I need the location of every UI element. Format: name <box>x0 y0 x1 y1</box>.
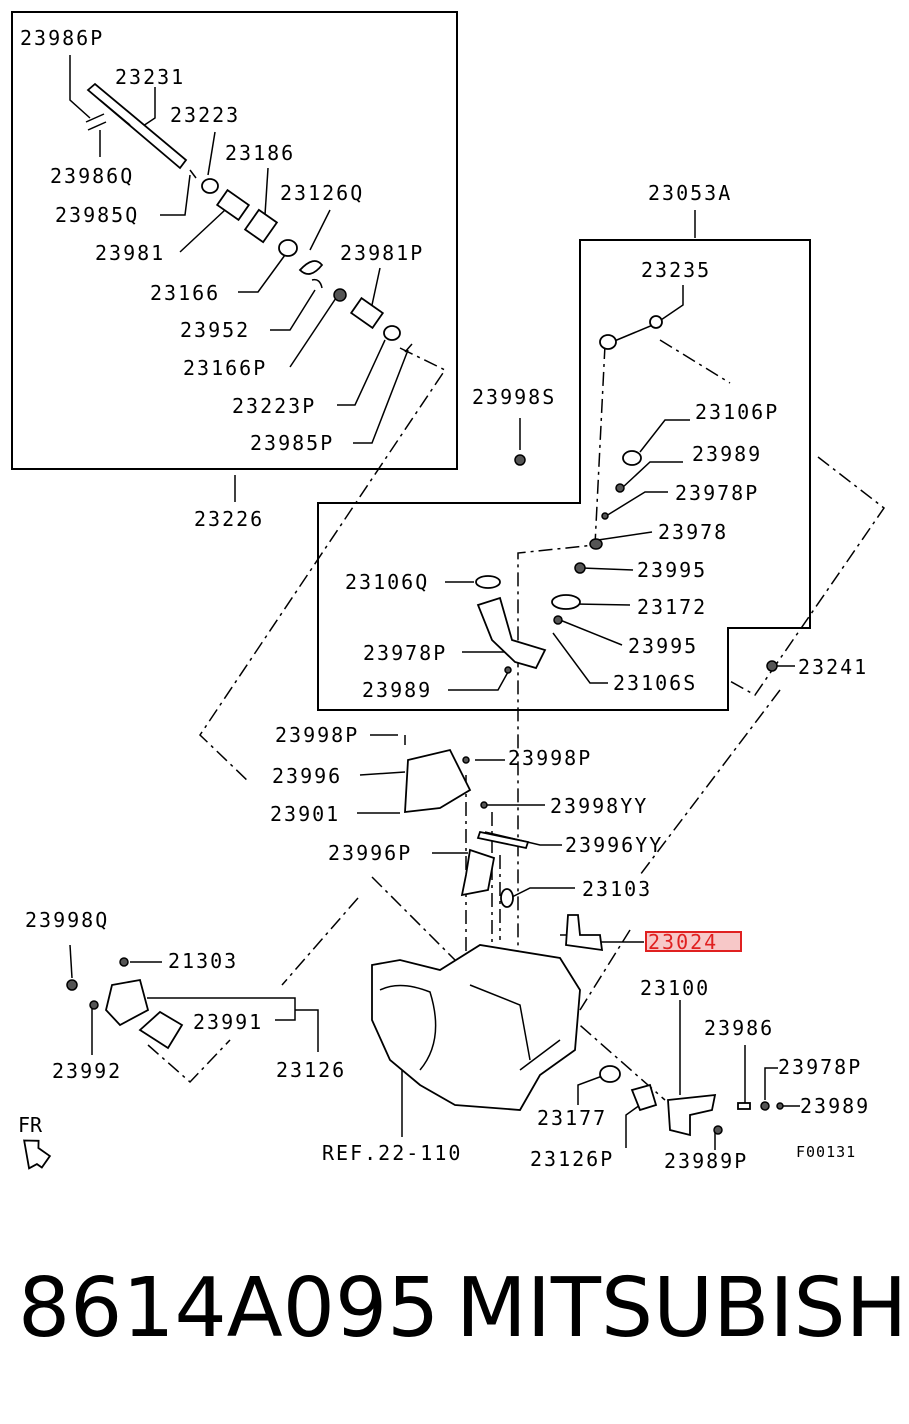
label-23998P-a: 23998P <box>275 723 359 747</box>
label-23978P-c: 23978P <box>778 1055 862 1079</box>
label-23901: 23901 <box>270 802 340 826</box>
label-23166P: 23166P <box>183 356 267 380</box>
label-23053A: 23053A <box>648 181 732 205</box>
label-23998P-b: 23998P <box>508 746 592 770</box>
front-arrow-icon <box>23 1139 52 1170</box>
label-23998YY: 23998YY <box>550 794 648 818</box>
label-23986Q: 23986Q <box>50 164 134 188</box>
label-23998S: 23998S <box>472 385 556 409</box>
selector-assembly-box <box>317 239 811 711</box>
label-23231: 23231 <box>115 65 185 89</box>
part-number: 8614A095 <box>18 1261 440 1356</box>
label-fr: FR <box>18 1113 43 1137</box>
label-23103: 23103 <box>582 877 652 901</box>
parts-art <box>66 82 784 1137</box>
label-23024: 23024 <box>648 930 718 954</box>
upper-left-assembly-box <box>11 11 458 470</box>
label-23186: 23186 <box>225 141 295 165</box>
label-23981: 23981 <box>95 241 165 265</box>
highlight-23024 <box>645 931 742 952</box>
label-23226: 23226 <box>194 507 264 531</box>
label-23126: 23126 <box>276 1058 346 1082</box>
label-23172: 23172 <box>637 595 707 619</box>
label-23978P-b: 23978P <box>363 641 447 665</box>
label-23106P: 23106P <box>695 400 779 424</box>
label-23989-b: 23989 <box>362 678 432 702</box>
label-23981P: 23981P <box>340 241 424 265</box>
brand-name: MITSUBISHI <box>456 1261 909 1356</box>
label-23223: 23223 <box>170 103 240 127</box>
label-23166: 23166 <box>150 281 220 305</box>
label-23991: 23991 <box>193 1010 263 1034</box>
label-23996P: 23996P <box>328 841 412 865</box>
label-23995-a: 23995 <box>637 558 707 582</box>
label-23989-a: 23989 <box>692 442 762 466</box>
label-23996YY: 23996YY <box>565 833 663 857</box>
label-23235: 23235 <box>641 258 711 282</box>
label-23986: 23986 <box>704 1016 774 1040</box>
label-23986P: 23986P <box>20 26 104 50</box>
label-23995-b: 23995 <box>628 634 698 658</box>
label-23998Q: 23998Q <box>25 908 109 932</box>
figure-code: F00131 <box>796 1143 856 1161</box>
label-23978: 23978 <box>658 520 728 544</box>
label-23100: 23100 <box>640 976 710 1000</box>
label-23996: 23996 <box>272 764 342 788</box>
label-23126Q: 23126Q <box>280 181 364 205</box>
label-23106Q: 23106Q <box>345 570 429 594</box>
label-23223P: 23223P <box>232 394 316 418</box>
label-23985Q: 23985Q <box>55 203 139 227</box>
label-23241: 23241 <box>798 655 868 679</box>
dashed-outline-lines <box>147 339 886 1101</box>
label-23989-c: 23989 <box>800 1094 870 1118</box>
label-23989P: 23989P <box>664 1149 748 1173</box>
label-ref: REF.22-110 <box>322 1141 462 1165</box>
label-23952: 23952 <box>180 318 250 342</box>
label-23992: 23992 <box>52 1059 122 1083</box>
label-23106S: 23106S <box>613 671 697 695</box>
label-23126P: 23126P <box>530 1147 614 1171</box>
label-23978P-a: 23978P <box>675 481 759 505</box>
callout-labels: 23986P 23231 23223 23986Q 23186 23126Q 2… <box>18 26 870 1173</box>
label-21303: 21303 <box>168 949 238 973</box>
label-23177: 23177 <box>537 1106 607 1130</box>
label-23985P: 23985P <box>250 431 334 455</box>
